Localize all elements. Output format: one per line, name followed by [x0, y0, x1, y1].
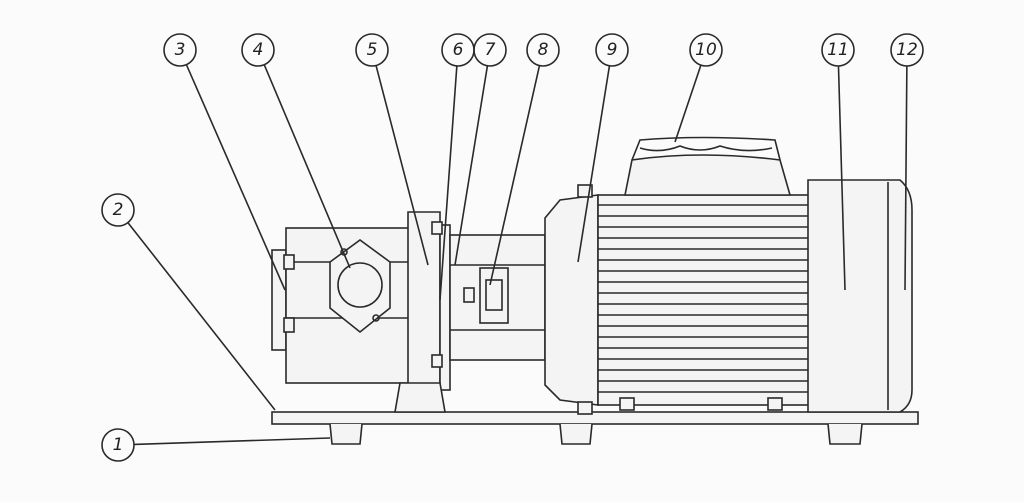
callout-8: 8: [489, 33, 560, 286]
callout-circle: [163, 33, 197, 67]
motor: [544, 179, 913, 415]
base-plate: [271, 411, 919, 445]
leader-line: [489, 65, 541, 286]
callout-label: 9: [607, 40, 618, 60]
leader-line: [439, 65, 458, 301]
callout-5: 5: [355, 33, 429, 266]
leader-line: [904, 65, 908, 291]
callout-2: 2: [101, 193, 276, 411]
callout-label: 6: [453, 40, 464, 60]
callout-1: 1: [101, 428, 331, 462]
callout-10: 10: [674, 33, 723, 143]
callout-circle: [890, 33, 924, 67]
callout-circle: [101, 428, 135, 462]
callout-12: 12: [890, 33, 924, 291]
leader-line: [127, 222, 276, 411]
callout-label: 11: [827, 40, 849, 60]
callout-label: 10: [695, 40, 717, 60]
leader-line: [375, 65, 429, 266]
callout-circle: [821, 33, 855, 67]
callout-label: 2: [113, 200, 124, 220]
callout-label: 4: [253, 40, 264, 60]
callout-label: 12: [896, 40, 918, 60]
terminal-box: [624, 136, 792, 196]
leader-line: [185, 64, 286, 291]
callout-label: 8: [538, 40, 549, 60]
callout-4: 4: [241, 33, 351, 269]
callout-11: 11: [821, 33, 855, 291]
callout-label: 1: [113, 435, 124, 455]
callout-circle: [473, 33, 507, 67]
pump-body: [271, 211, 451, 413]
callout-circle: [101, 193, 135, 227]
leader-line: [454, 65, 489, 266]
leader-line: [577, 65, 611, 263]
callout-label: 7: [485, 40, 496, 60]
callout-circle: [355, 33, 389, 67]
callout-circle: [526, 33, 560, 67]
callout-circle: [241, 33, 275, 67]
callout-label: 5: [367, 40, 378, 60]
leader-line: [133, 437, 331, 446]
leader-line: [674, 64, 702, 143]
callout-circle: [595, 33, 629, 67]
leader-line: [837, 65, 846, 291]
callout-label: 3: [175, 40, 186, 60]
coupling-housing: [449, 234, 546, 361]
callout-7: 7: [454, 33, 507, 266]
callout-3: 3: [163, 33, 286, 291]
callout-9: 9: [577, 33, 629, 263]
callout-circle: [689, 33, 723, 67]
leader-line: [263, 64, 351, 269]
